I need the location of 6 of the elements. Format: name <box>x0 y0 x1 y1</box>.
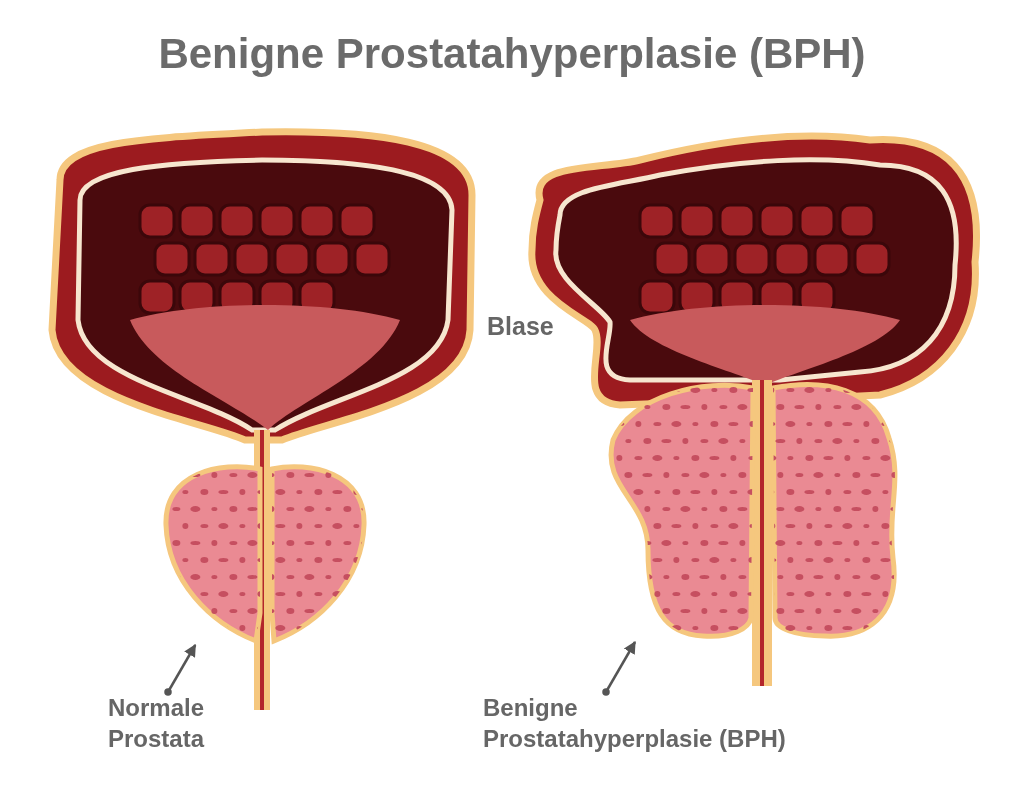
leader-line <box>602 640 637 696</box>
part-label: Blase <box>487 312 554 341</box>
leader-line <box>164 643 197 696</box>
caption-text: Normale Prostata <box>108 692 268 755</box>
caption-text: Benigne Prostatahyperplasie (BPH) <box>483 692 801 755</box>
title: Benigne Prostatahyperplasie (BPH) <box>157 30 867 78</box>
